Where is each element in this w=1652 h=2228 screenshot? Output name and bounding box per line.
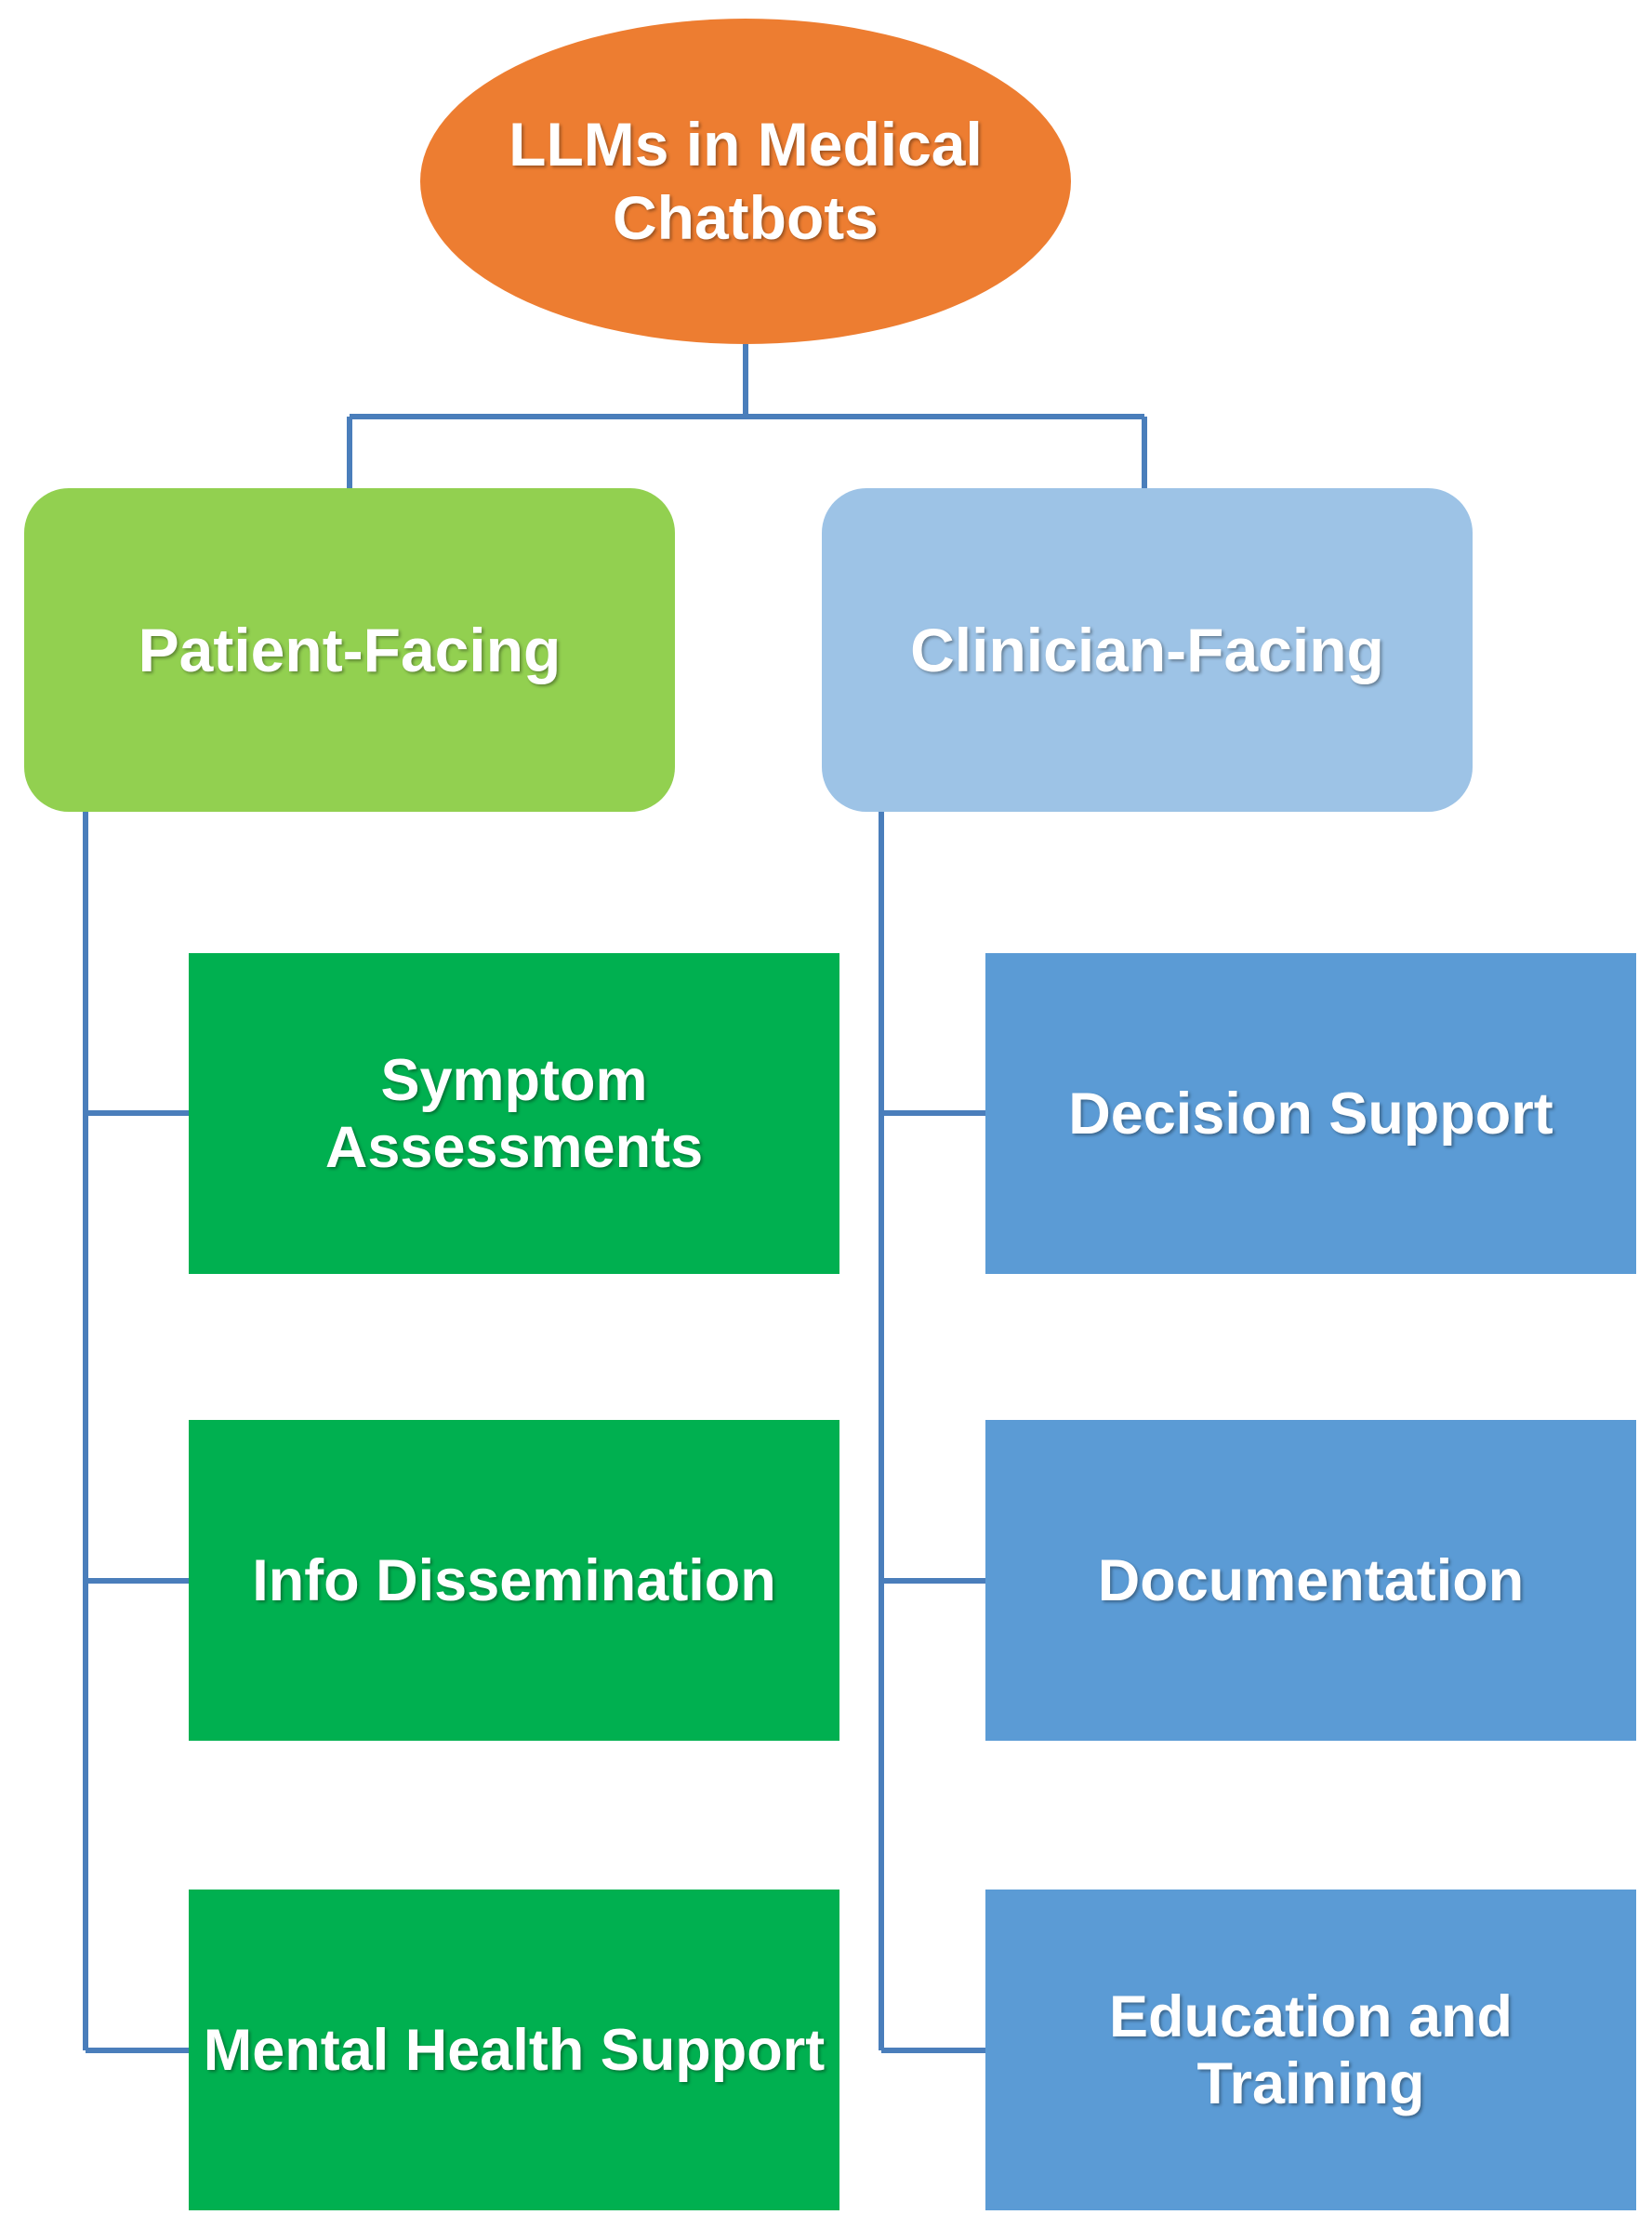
symptom-assessments-node: Symptom Assessments [189,953,839,1274]
clinician-facing-node: Clinician-Facing [822,488,1473,812]
decision-support-label: Decision Support [1068,1081,1553,1147]
info-dissemination-node: Info Dissemination [189,1420,839,1741]
clinician-facing-label: Clinician-Facing [910,616,1384,684]
decision-support-node: Decision Support [985,953,1636,1274]
root-label: LLMs in Medical Chatbots [509,108,983,255]
root-label-line1: LLMs in Medical [509,109,983,179]
root-label-line2: Chatbots [613,183,879,252]
info-dissemination-label: Info Dissemination [252,1547,776,1613]
patient-facing-node: Patient-Facing [24,488,675,812]
documentation-node: Documentation [985,1420,1636,1741]
root-node: LLMs in Medical Chatbots [420,19,1071,344]
education-and-training-label: Education and Training [1108,1983,1513,2116]
symptom-assessments-label: Symptom Assessments [324,1047,704,1180]
documentation-label: Documentation [1097,1547,1525,1613]
education-and-training-node: Education and Training [985,1890,1636,2210]
patient-facing-label: Patient-Facing [138,616,562,684]
mental-health-support-node: Mental Health Support [189,1890,839,2210]
mental-health-support-label: Mental Health Support [203,2017,826,2083]
